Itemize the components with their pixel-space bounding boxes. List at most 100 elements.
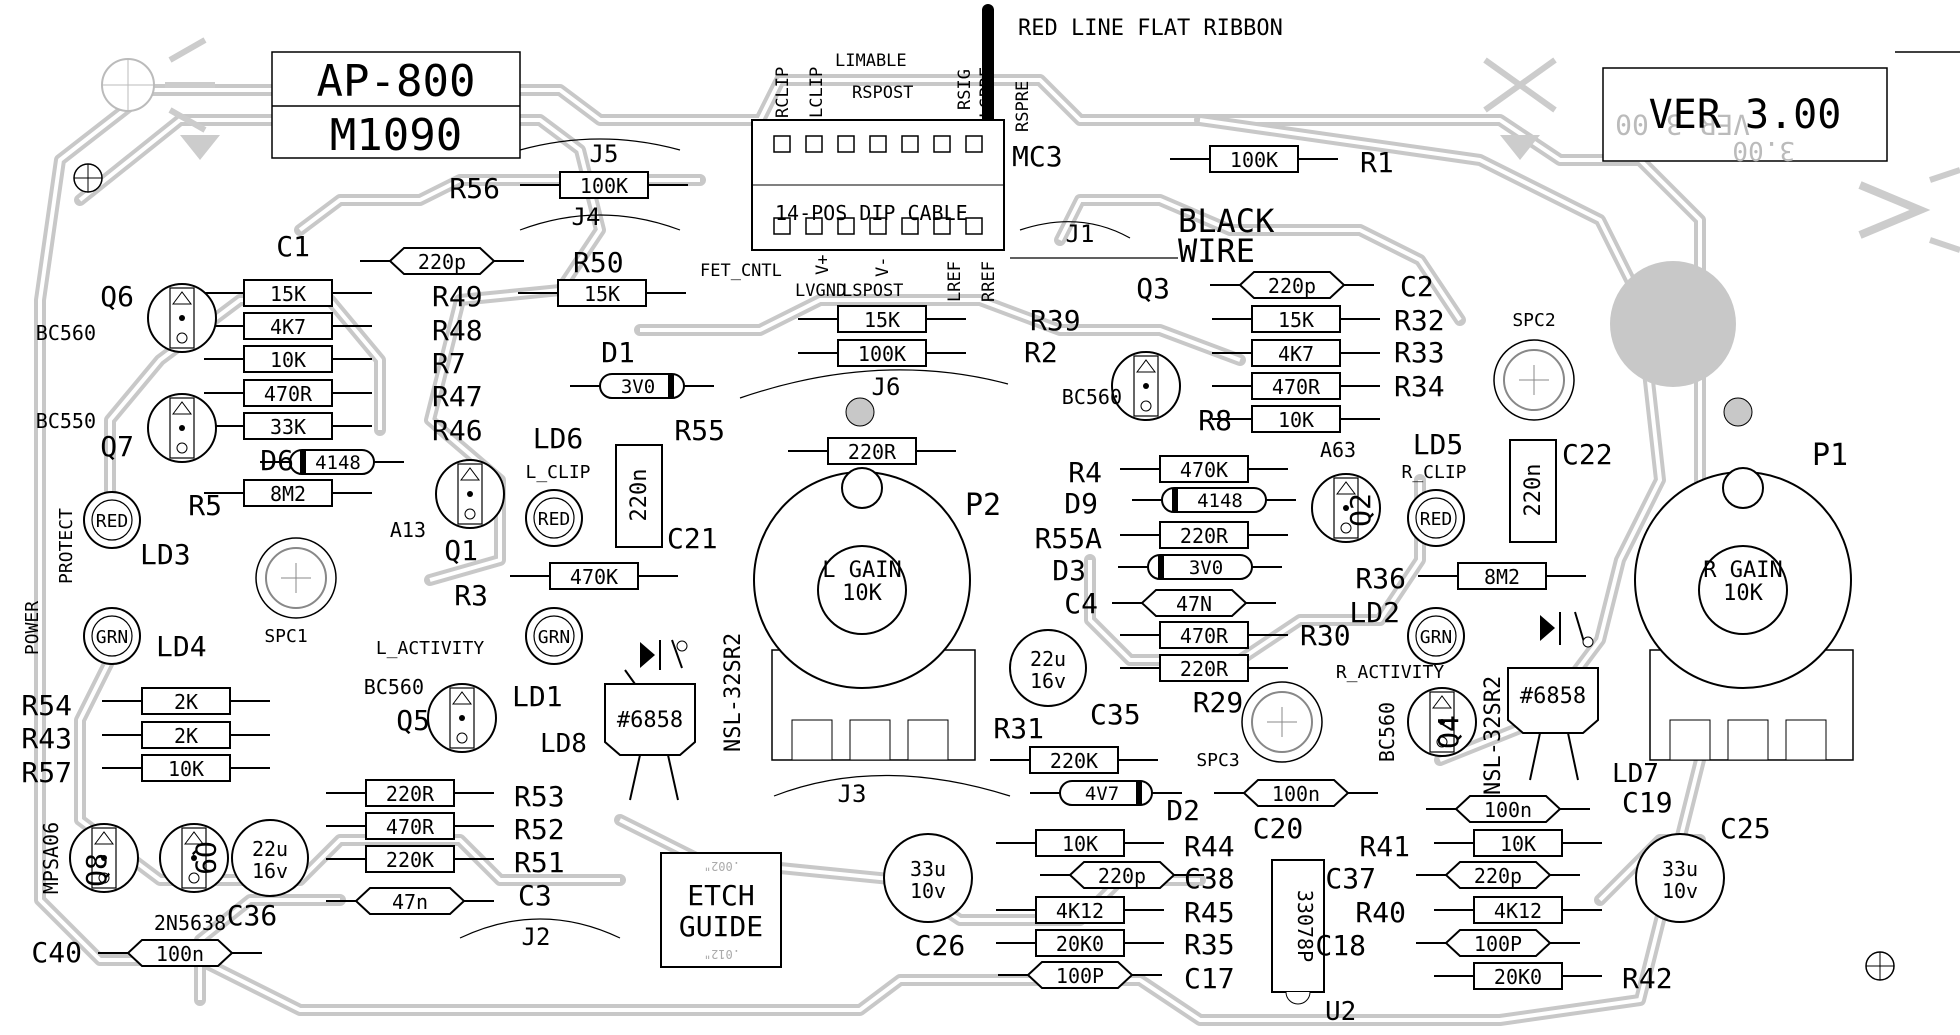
ic-u2-part: 33078P bbox=[1293, 890, 1317, 962]
capacitor-value: 22u bbox=[252, 837, 288, 861]
resistor-ref: R36 bbox=[1355, 562, 1406, 595]
resistor-value: 8M2 bbox=[270, 482, 306, 506]
capacitor-value: 220p bbox=[1474, 864, 1522, 888]
transistor-type: A13 bbox=[390, 518, 426, 542]
pot-p2-ref: P2 bbox=[965, 488, 1001, 523]
etch-guide: .002" ETCH GUIDE .012" bbox=[660, 852, 782, 968]
resistor-value: 470R bbox=[1272, 375, 1321, 399]
diode-ref: D9 bbox=[1064, 487, 1098, 520]
resistor-value: 470R bbox=[386, 815, 435, 839]
fiducial-right-icon bbox=[1858, 167, 1960, 253]
resistor-ref: R57 bbox=[21, 756, 72, 789]
led-color: GRN bbox=[538, 627, 571, 648]
resistor-ref: R44 bbox=[1184, 830, 1235, 863]
mc3-pin-pad bbox=[933, 217, 951, 235]
transistor-ref: Q6 bbox=[100, 280, 134, 313]
capacitor-voltage: 16v bbox=[252, 859, 288, 883]
capacitor-voltage: 10v bbox=[910, 879, 946, 903]
diode-value: 4148 bbox=[1197, 490, 1243, 512]
led-label: L_CLIP bbox=[525, 462, 590, 483]
resistor-value: 10K bbox=[270, 348, 306, 372]
etch-guide-1: ETCH bbox=[687, 879, 754, 912]
board-code: M1090 bbox=[330, 110, 462, 161]
transistor-type: MPSA06 bbox=[39, 822, 63, 894]
capacitor-ref: C19 bbox=[1622, 786, 1673, 819]
version-ghost: VER 3.00 bbox=[1615, 108, 1750, 141]
opto-ld7-part: #6858 bbox=[1520, 684, 1586, 709]
led-ref: LD2 bbox=[1349, 596, 1400, 629]
resistor-ref: R54 bbox=[21, 689, 72, 722]
black-wire-label-2: WIRE bbox=[1178, 232, 1255, 270]
resistor-ref: R55 bbox=[674, 414, 725, 447]
etch-small-2: .012" bbox=[704, 947, 740, 961]
resistor-r7: 10K R7 bbox=[204, 345, 466, 380]
mc3-pin-pad bbox=[773, 217, 791, 235]
capacitor-ref: C18 bbox=[1315, 929, 1366, 962]
resistor-r55: 220R R55 bbox=[674, 414, 956, 465]
transistor-type: BC560 bbox=[1062, 385, 1122, 409]
transistor-ref: Q2 bbox=[1344, 493, 1377, 527]
fiducial-top-right-icon bbox=[1483, 57, 1557, 160]
opto-ld7: #6858 LD7 NSL-32SR2 bbox=[1481, 611, 1659, 795]
resistor-ref: R7 bbox=[432, 347, 466, 380]
resistor-value: 470K bbox=[570, 565, 618, 589]
capacitor-ref: C21 bbox=[667, 522, 718, 555]
resistor-value: 220R bbox=[848, 440, 897, 464]
pot-p2-label: L GAIN bbox=[822, 558, 901, 583]
mc3-bottom-pin-label: RREF bbox=[979, 261, 999, 302]
resistor-ref: R4 bbox=[1068, 456, 1102, 489]
opto-ld7-side: NSL-32SR2 bbox=[1481, 676, 1506, 795]
resistor-ref: R1 bbox=[1360, 146, 1394, 179]
diode-ref: D1 bbox=[601, 336, 635, 369]
capacitor-ref: C22 bbox=[1562, 438, 1613, 471]
jumper-ref: J4 bbox=[572, 203, 601, 231]
transistor-type: BC560 bbox=[36, 321, 96, 345]
resistor-r1: 100K R1 bbox=[1170, 145, 1394, 179]
diode-value: 4V7 bbox=[1085, 783, 1119, 805]
diode-d9: 4148 D9 bbox=[1064, 487, 1296, 520]
capacitor-ref: C1 bbox=[276, 230, 310, 263]
capacitor-ref: C4 bbox=[1064, 587, 1098, 620]
resistor-ref: R3 bbox=[454, 579, 488, 612]
resistor-value: 15K bbox=[1278, 308, 1314, 332]
opto-ld8-ref: LD8 bbox=[540, 729, 587, 759]
resistor-value: 100K bbox=[1230, 148, 1278, 172]
resistor-value: 470K bbox=[1180, 458, 1228, 482]
capacitor-value: 100n bbox=[1272, 782, 1320, 806]
led-color: RED bbox=[1420, 509, 1453, 530]
mc3-bottom-pin-label: V- bbox=[873, 257, 893, 277]
capacitor-ref: C2 bbox=[1400, 270, 1434, 303]
spacer-icon: SPC1 bbox=[255, 537, 337, 647]
resistor-value: 10K bbox=[1062, 832, 1098, 856]
capacitor-value: 33u bbox=[1662, 857, 1698, 881]
capacitor-value: 100n bbox=[156, 942, 204, 966]
